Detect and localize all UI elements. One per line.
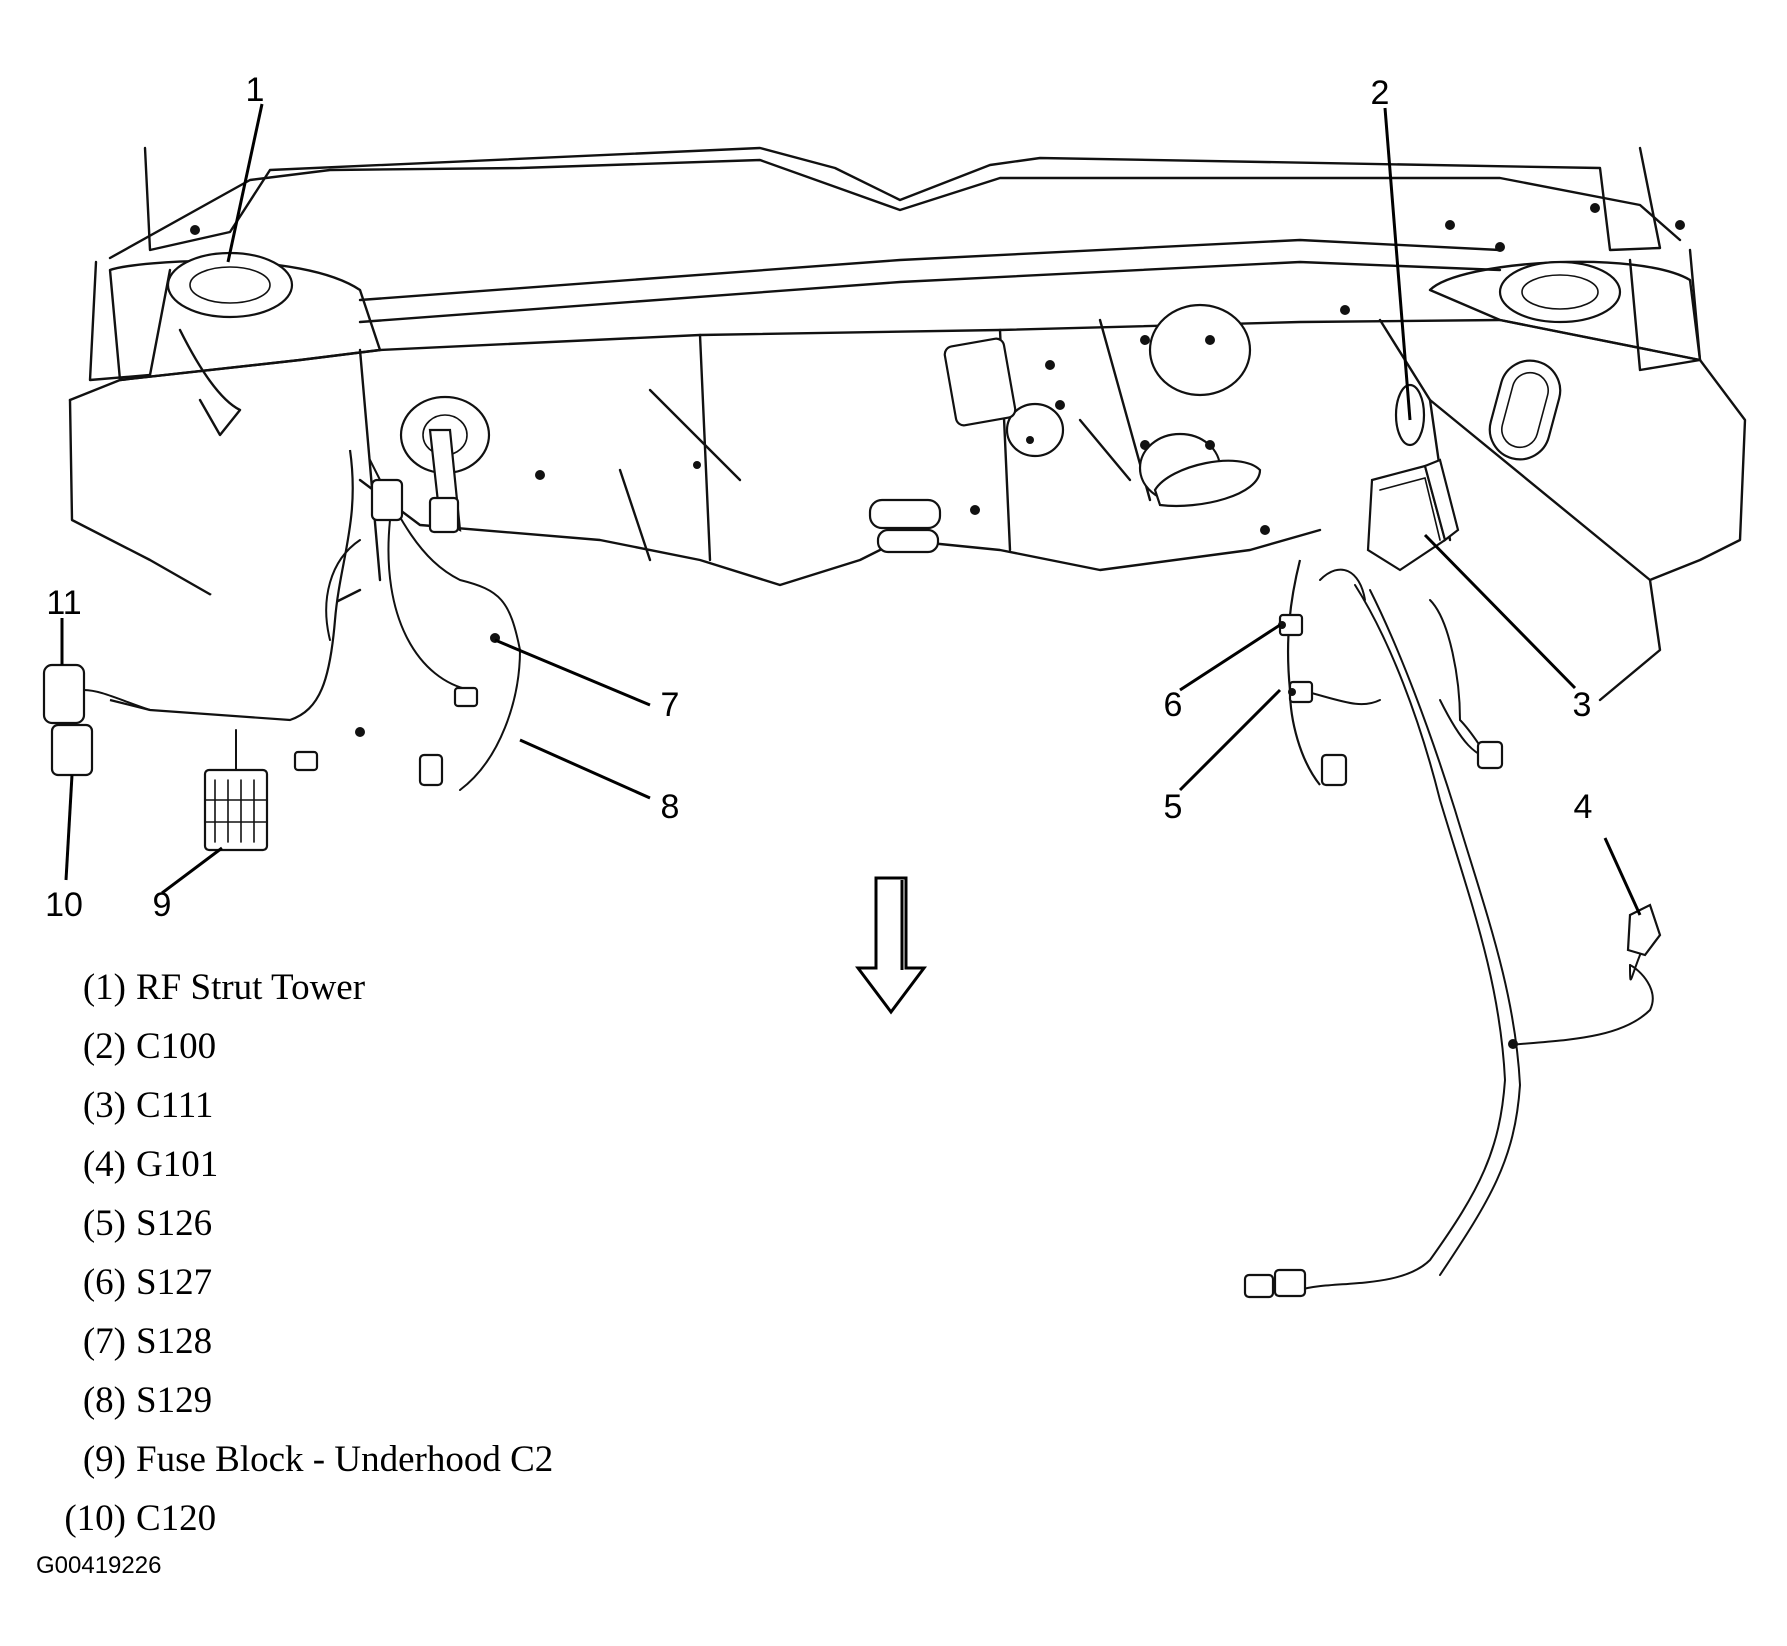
legend-label: S128 bbox=[136, 1321, 213, 1362]
legend-number: (2) bbox=[82, 1026, 126, 1067]
callout-9: 9 bbox=[153, 886, 172, 924]
legend-number: (6) bbox=[82, 1262, 126, 1303]
legend-label: Fuse Block - Underhood C2 bbox=[136, 1439, 554, 1480]
legend-label: G101 bbox=[136, 1144, 219, 1185]
callout-1: 1 bbox=[246, 71, 265, 109]
left-wiring-harness bbox=[42, 428, 522, 852]
legend-item: (8)S129 bbox=[44, 1371, 553, 1430]
legend-label: S126 bbox=[136, 1203, 213, 1244]
legend-number: (10) bbox=[64, 1498, 126, 1539]
legend-item: (7)S128 bbox=[44, 1312, 553, 1371]
legend-item: (4)G101 bbox=[44, 1135, 553, 1194]
legend-item: (5)S126 bbox=[44, 1194, 553, 1253]
legend-number: (5) bbox=[82, 1203, 126, 1244]
callout-5: 5 bbox=[1164, 788, 1183, 826]
leader-lines bbox=[60, 103, 1642, 916]
down-arrow-icon bbox=[855, 876, 927, 1015]
legend-label: C120 bbox=[136, 1498, 217, 1539]
legend-item: (6)S127 bbox=[44, 1253, 553, 1312]
legend-item: (9)Fuse Block - Underhood C2 bbox=[44, 1430, 553, 1489]
callout-7: 7 bbox=[661, 686, 680, 724]
legend-label: S129 bbox=[136, 1380, 213, 1421]
legend-label: RF Strut Tower bbox=[136, 967, 366, 1008]
legend-number: (9) bbox=[82, 1439, 126, 1480]
legend-item: (1)RF Strut Tower bbox=[44, 958, 553, 1017]
legend-number: (3) bbox=[82, 1085, 126, 1126]
figure-id: G00419226 bbox=[36, 1552, 162, 1579]
legend-number: (4) bbox=[82, 1144, 126, 1185]
callout-6: 6 bbox=[1164, 686, 1183, 724]
bulkhead-structure bbox=[68, 146, 1747, 702]
callout-labels: 1 2 3 4 5 6 7 8 9 10 11 bbox=[45, 71, 1592, 924]
legend-number: (8) bbox=[82, 1380, 126, 1421]
legend-number: (1) bbox=[82, 967, 126, 1008]
legend-label: S127 bbox=[136, 1262, 213, 1303]
legend-number: (7) bbox=[82, 1321, 126, 1362]
callout-3: 3 bbox=[1573, 686, 1592, 724]
right-wiring-harness bbox=[1243, 383, 1662, 1299]
callout-10: 10 bbox=[45, 886, 83, 924]
legend-item: (10)C120 bbox=[44, 1489, 553, 1548]
legend-item: (3)C111 bbox=[44, 1076, 553, 1135]
callout-8: 8 bbox=[661, 788, 680, 826]
legend-label: C100 bbox=[136, 1026, 217, 1067]
callout-4: 4 bbox=[1574, 788, 1593, 826]
callout-11: 11 bbox=[46, 584, 81, 622]
component-legend: (1)RF Strut Tower (2)C100 (3)C111 (4)G10… bbox=[44, 958, 553, 1548]
callout-2: 2 bbox=[1371, 74, 1390, 112]
legend-item: (2)C100 bbox=[44, 1017, 553, 1076]
legend-label: C111 bbox=[136, 1085, 214, 1126]
